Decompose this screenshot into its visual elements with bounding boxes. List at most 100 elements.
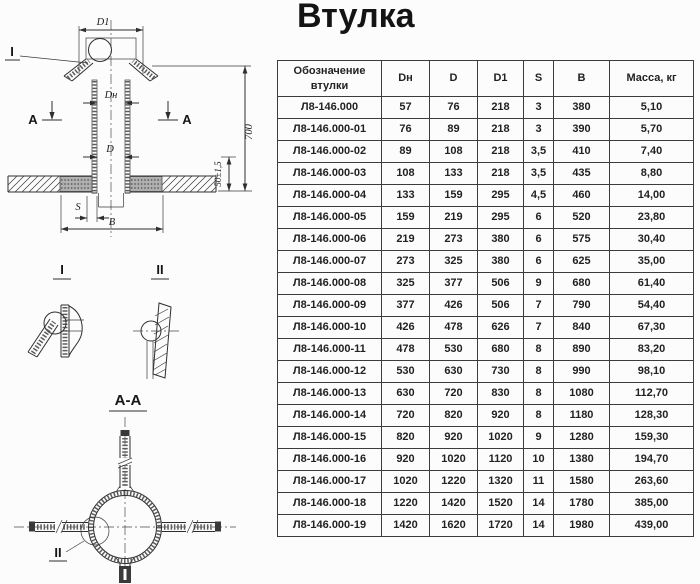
table-cell: Л8-146.000-19 bbox=[277, 514, 382, 537]
table-cell: 54,40 bbox=[609, 294, 694, 317]
table-cell: 1780 bbox=[553, 492, 610, 515]
table-cell: Л8-146.000-05 bbox=[277, 206, 382, 229]
table-cell: 380 bbox=[477, 250, 524, 273]
table-cell: 680 bbox=[553, 272, 610, 295]
table-cell: 128,30 bbox=[609, 404, 694, 427]
table-cell: 377 bbox=[381, 294, 430, 317]
table-cell: 76 bbox=[429, 96, 478, 119]
table-cell: 478 bbox=[381, 338, 430, 361]
column-header: Dн bbox=[381, 60, 430, 97]
table-cell: 720 bbox=[381, 404, 430, 427]
column-header: Масса, кг bbox=[609, 60, 694, 97]
table-cell: 219 bbox=[429, 206, 478, 229]
table-cell: 530 bbox=[429, 338, 478, 361]
table-cell: 920 bbox=[477, 404, 524, 427]
table-cell: 98,10 bbox=[609, 360, 694, 383]
table-cell: Л8-146.000-02 bbox=[277, 140, 382, 163]
section-aa-title: А-А bbox=[115, 392, 142, 409]
table-cell: 820 bbox=[429, 404, 478, 427]
section-mark-a-left: А bbox=[28, 112, 38, 127]
table-cell: Л8-146.000-17 bbox=[277, 470, 382, 493]
hatch-detail-ii bbox=[152, 308, 170, 376]
main-view: D1 I Dн bbox=[5, 17, 255, 237]
table-cell: Л8-146.000-14 bbox=[277, 404, 382, 427]
table-cell: 520 bbox=[553, 206, 610, 229]
technical-drawing: D1 I Dн bbox=[5, 17, 255, 583]
hatch-left-slab bbox=[7, 175, 61, 193]
table-cell: 218 bbox=[477, 118, 524, 141]
table-cell: 7,40 bbox=[609, 140, 694, 163]
table-cell: 1320 bbox=[477, 470, 524, 493]
table-cell: 89 bbox=[429, 118, 478, 141]
table-cell: 1620 bbox=[429, 514, 478, 537]
table-cell: 83,20 bbox=[609, 338, 694, 361]
detail-ii-reference: II bbox=[54, 545, 61, 560]
table-cell: 218 bbox=[477, 140, 524, 163]
table-cell: 790 bbox=[553, 294, 610, 317]
table-cell: 1380 bbox=[553, 448, 610, 471]
table-cell: 3,5 bbox=[523, 140, 554, 163]
table-cell: 9 bbox=[523, 426, 554, 449]
table-cell: 1020 bbox=[429, 448, 478, 471]
table-cell: 263,60 bbox=[609, 470, 694, 493]
table-cell: 194,70 bbox=[609, 448, 694, 471]
table-cell: 57 bbox=[381, 96, 430, 119]
table-cell: 9 bbox=[523, 272, 554, 295]
table-cell: 1980 bbox=[553, 514, 610, 537]
table-cell: 1220 bbox=[381, 492, 430, 515]
table-cell: 630 bbox=[381, 382, 430, 405]
table-cell: 218 bbox=[477, 96, 524, 119]
table-cell: 273 bbox=[381, 250, 430, 273]
column-header: D1 bbox=[477, 60, 524, 97]
table-cell: 273 bbox=[429, 228, 478, 251]
table-cell: 3 bbox=[523, 118, 554, 141]
table-cell: 3 bbox=[523, 96, 554, 119]
table-cell: Л8-146.000-13 bbox=[277, 382, 382, 405]
table-cell: 295 bbox=[477, 206, 524, 229]
table-cell: Л8-146.000-16 bbox=[277, 448, 382, 471]
table-cell: 11 bbox=[523, 470, 554, 493]
dim-label-d: D bbox=[105, 144, 114, 155]
table-cell: 159 bbox=[381, 206, 430, 229]
detail-i-reference: I bbox=[10, 44, 14, 59]
table-cell: 575 bbox=[553, 228, 610, 251]
table-cell: 1080 bbox=[553, 382, 610, 405]
table-cell: Л8-146.000-12 bbox=[277, 360, 382, 383]
table-cell: 1180 bbox=[553, 404, 610, 427]
table-cell: 820 bbox=[381, 426, 430, 449]
table-cell: 1420 bbox=[429, 492, 478, 515]
table-cell: 10 bbox=[523, 448, 554, 471]
table-cell: 1420 bbox=[381, 514, 430, 537]
table-cell: 35,00 bbox=[609, 250, 694, 273]
table-cell: 410 bbox=[553, 140, 610, 163]
table-cell: 478 bbox=[429, 316, 478, 339]
table-cell: 30,40 bbox=[609, 228, 694, 251]
table-cell: Л8-146.000 bbox=[277, 96, 382, 119]
table-cell: 14 bbox=[523, 492, 554, 515]
column-header: B bbox=[553, 60, 610, 97]
detail-ii-title: II bbox=[156, 262, 163, 277]
table-cell: 380 bbox=[553, 96, 610, 119]
table-cell: 1580 bbox=[553, 470, 610, 493]
table-cell: 890 bbox=[553, 338, 610, 361]
table-cell: 295 bbox=[477, 184, 524, 207]
section-mark-a-right: А bbox=[182, 112, 192, 127]
table-cell: 626 bbox=[477, 316, 524, 339]
table-cell: 990 bbox=[553, 360, 610, 383]
column-header: D bbox=[429, 60, 478, 97]
dim-label-d1: D1 bbox=[96, 17, 110, 28]
table-cell: 8 bbox=[523, 338, 554, 361]
table-cell: 680 bbox=[477, 338, 524, 361]
table-cell: Л8-146.000-03 bbox=[277, 162, 382, 185]
table-cell: Л8-146.000-10 bbox=[277, 316, 382, 339]
